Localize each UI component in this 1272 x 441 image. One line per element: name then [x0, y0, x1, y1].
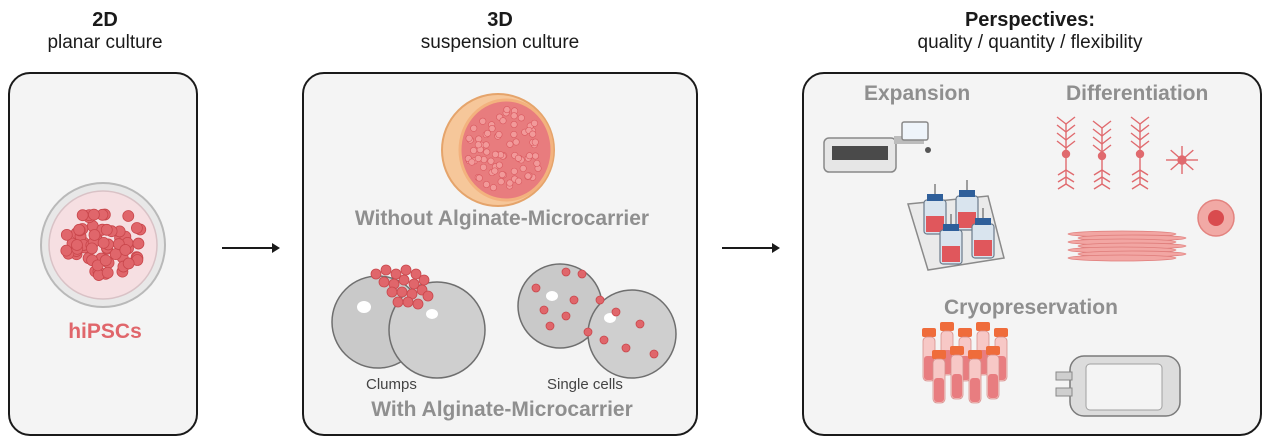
panel-3d: Without Alginate-Microcarrier Clumps Sin… — [302, 72, 698, 436]
petri-dish-icon — [40, 182, 166, 308]
header-perspectives: Perspectives: quality / quantity / flexi… — [800, 8, 1260, 55]
cryovials-icon — [922, 322, 1008, 404]
arrow-right-icon — [722, 243, 780, 253]
expansion-label: Expansion — [864, 82, 971, 105]
bioreactor-vessels-icon — [907, 180, 1005, 271]
with-microcarrier-label: With Alginate-Microcarrier — [371, 398, 633, 421]
clumps-label: Clumps — [366, 376, 417, 393]
panel-perspectives: Expansion Differentiation Cryopreservati… — [802, 72, 1262, 436]
bioreactor-controller-icon — [823, 121, 931, 173]
header-3d-subtitle: suspension culture — [420, 32, 580, 53]
panel-2d: hiPSCs — [8, 72, 198, 436]
differentiation-label: Differentiation — [1066, 82, 1209, 105]
header-2d-subtitle: planar culture — [47, 32, 163, 53]
header-3d: 3D suspension culture — [300, 8, 700, 55]
without-microcarrier-label: Without Alginate-Microcarrier — [354, 207, 650, 230]
header-3d-title: 3D — [487, 9, 513, 31]
round-cell-icon — [1197, 199, 1235, 237]
spheroid-icon — [441, 93, 555, 207]
header-2d-title: 2D — [92, 9, 118, 31]
microcarrier-icon — [331, 263, 677, 379]
cryopreservation-label: Cryopreservation — [944, 296, 1118, 319]
header-2d: 2D planar culture — [0, 8, 210, 55]
muscle-fiber-icon — [1067, 230, 1187, 262]
header-perspectives-subtitle: quality / quantity / flexibility — [917, 32, 1143, 53]
arrow-right-icon — [222, 243, 280, 253]
neuron-cells-icon — [1056, 116, 1198, 190]
header-perspectives-title: Perspectives: — [964, 9, 1096, 31]
cryo-bag-icon — [1055, 355, 1181, 417]
cell-label-hipscs: hiPSCs — [68, 320, 142, 343]
single-cells-label: Single cells — [547, 376, 623, 393]
